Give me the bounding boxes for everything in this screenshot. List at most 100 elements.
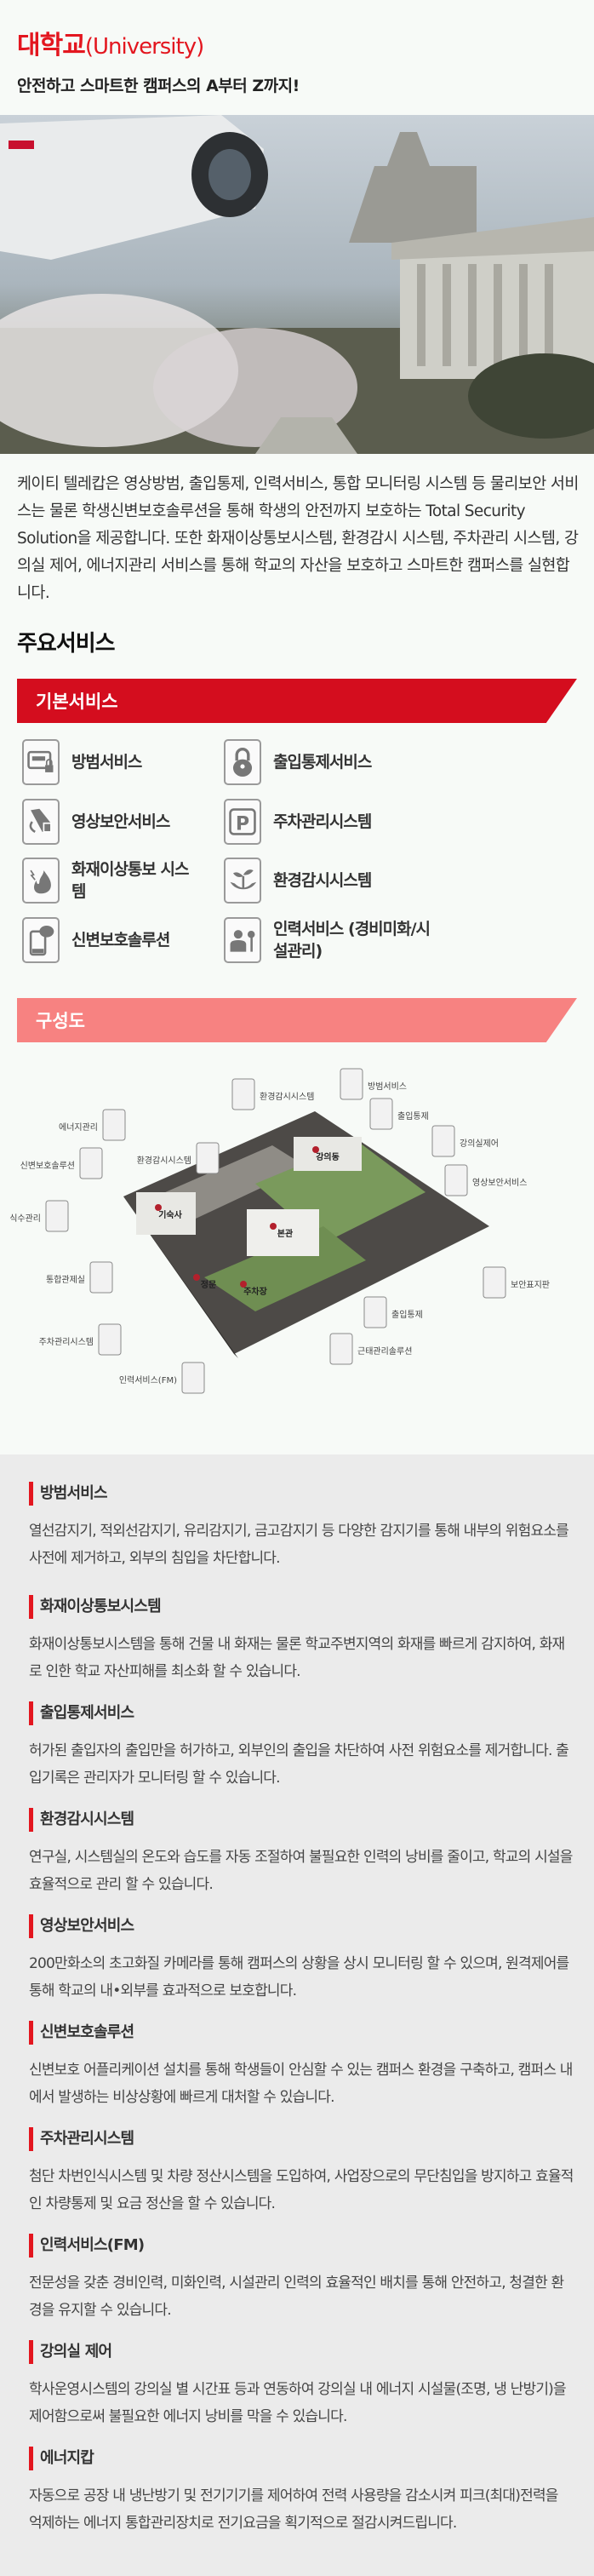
device-thumbnail [431,1125,455,1157]
dormitory-building [136,1192,196,1235]
device-thumbnail [79,1147,103,1179]
detail-title: 방범서비스 [29,1482,574,1506]
device-thumbnail [89,1261,113,1294]
device-thumbnail [369,1098,393,1130]
device-marker [155,1204,162,1211]
detail-description: 허가된 출입자의 출입만을 허가하고, 외부인의 출입을 차단하여 사전 위험요… [29,1742,569,1787]
detail-title: 신변보호솔루션 [29,2021,574,2045]
cctv-camera-icon [22,799,60,845]
staff-key-icon [224,917,261,963]
basic-services-banner: 기본서비스 [17,679,577,723]
parking-icon: P [224,799,261,845]
service-item-parking[interactable]: P 주차관리시스템 [224,799,496,845]
detail-title: 영상보안서비스 [29,1914,574,1938]
keypad-lock-icon [22,739,60,785]
section-title-services: 주요서비스 [17,631,116,657]
detail-description: 전문성을 갖춘 경비인력, 미화인력, 시설관리 인력의 효율적인 배치를 통해… [29,2275,564,2319]
diagram-label: 식수관리 [9,1213,41,1224]
diagram-label: 통합관제실 [46,1275,85,1285]
device-thumbnail [231,1078,255,1110]
service-label: 방범서비스 [71,753,142,772]
device-marker [312,1146,319,1153]
diagram-label: 출입통제 [391,1309,423,1320]
intro-paragraph: 케이티 텔레캅은 영상방범, 출입통제, 인력서비스, 통합 모니터링 시스템 … [17,475,579,602]
device-thumbnail [102,1109,126,1141]
title-korean: 대학교 [17,31,86,60]
diagram-label: 근태관리솔루션 [357,1346,412,1357]
diagram-label: 보안표지판 [511,1280,550,1290]
banner-label: 구성도 [36,1011,85,1031]
diagram-banner: 구성도 [17,998,577,1042]
title-english: (University) [84,34,204,60]
banner-label: 기본서비스 [36,691,118,712]
padlock-icon [224,739,261,785]
device-thumbnail [98,1323,122,1356]
service-item-access-control[interactable]: 출입통제서비스 [224,739,496,785]
device-thumbnail [483,1266,506,1299]
device-thumbnail [181,1362,205,1394]
service-item-video-security[interactable]: 영상보안서비스 [22,799,294,845]
page-title: 대학교(University) [17,24,204,61]
service-item-environment[interactable]: 환경감시시스템 [224,858,496,904]
detail-title: 주차관리시스템 [29,2127,574,2151]
detail-title: 환경감시시스템 [29,1808,574,1832]
page-subtitle: 안전하고 스마트한 캠퍼스의 A부터 Z까지! [17,77,300,95]
service-item-personal-safety[interactable]: 신변보호솔루션 [22,917,294,963]
detail-description: 연구실, 시스템실의 온도와 습도를 자동 조절하여 불필요한 인력의 낭비를 … [29,1849,573,1893]
service-label: 환경감시시스템 [273,871,372,890]
plant-hands-icon [224,858,261,904]
main-building [247,1209,319,1256]
device-thumbnail [329,1333,353,1365]
diagram-label: 출입통제 [397,1110,429,1122]
diagram-label: 강의실제어 [460,1139,499,1149]
service-item-fire-alert[interactable]: 화재이상통보 시스템 [22,858,294,904]
device-thumbnail [340,1068,363,1100]
detail-title: 화재이상통보시스템 [29,1595,574,1619]
place-label: 본관 [277,1228,294,1239]
detail-description: 화재이상통보시스템을 통해 건물 내 화재는 물론 학교주변지역의 화재를 빠르… [29,1636,565,1680]
device-thumbnail [444,1164,468,1196]
service-label: 출입통제서비스 [273,753,372,772]
diagram-label: 방범서비스 [368,1081,407,1092]
device-thumbnail [196,1142,220,1174]
detail-title: 강의실 제어 [29,2340,574,2364]
detail-item: 영상보안서비스 200만화소의 초고화질 카메라를 통해 캠퍼스의 상황을 상시 … [29,1914,574,2005]
fire-icon [22,858,60,904]
detail-description: 첨단 차번인식시스템 및 차량 정산시스템을 도입하여, 사업장으로의 무단침입… [29,2168,574,2212]
detail-description: 200만화소의 초고화질 카메라를 통해 캠퍼스의 상황을 상시 모니터링 할 … [29,1955,569,1999]
campus-diagram-svg: 환경감시시스템방범서비스출입통제강의실제어영상보안서비스에너지관리환경감시시스템… [9,1068,550,1394]
device-thumbnail [45,1200,69,1232]
detail-title: 에너지캅 [29,2447,574,2470]
detail-description: 자동으로 공장 내 냉난방기 및 전기기기를 제어하여 전력 사용량을 감소시켜… [29,2487,558,2532]
service-item-crime-prevention[interactable]: 방범서비스 [22,739,294,785]
service-item-staffing[interactable]: 인력서비스 (경비미화/시설관리) [224,917,496,963]
diagram-label: 에너지관리 [59,1122,98,1133]
place-label: 강의동 [316,1151,340,1162]
diagram-label: 주차관리시스템 [39,1337,94,1347]
service-label: 화재이상통보 시스템 [71,860,189,901]
detail-description: 신변보호 어플리케이션 설치를 통해 학생들이 안심할 수 있는 캠퍼스 환경을… [29,2062,573,2106]
phone-chat-icon [22,917,60,963]
diagram-label: 인력서비스(FM) [119,1375,177,1386]
detail-title: 출입통제서비스 [29,1701,574,1725]
place-label: 기숙사 [158,1209,182,1220]
place-label: 정문 [201,1279,216,1290]
detail-item: 인력서비스(FM)전문성을 갖춘 경비인력, 미화인력, 시설관리 인력의 효율… [29,2234,574,2324]
campus-cctv-photo [0,115,594,454]
device-thumbnail [363,1296,387,1328]
lecture-building [294,1137,362,1171]
diagram-label: 환경감시시스템 [137,1155,191,1166]
device-marker [193,1274,200,1281]
service-label: 인력서비스 (경비미화/시설관리) [273,920,431,961]
diagram-label: 환경감시시스템 [260,1091,314,1102]
hero-image [0,115,594,454]
